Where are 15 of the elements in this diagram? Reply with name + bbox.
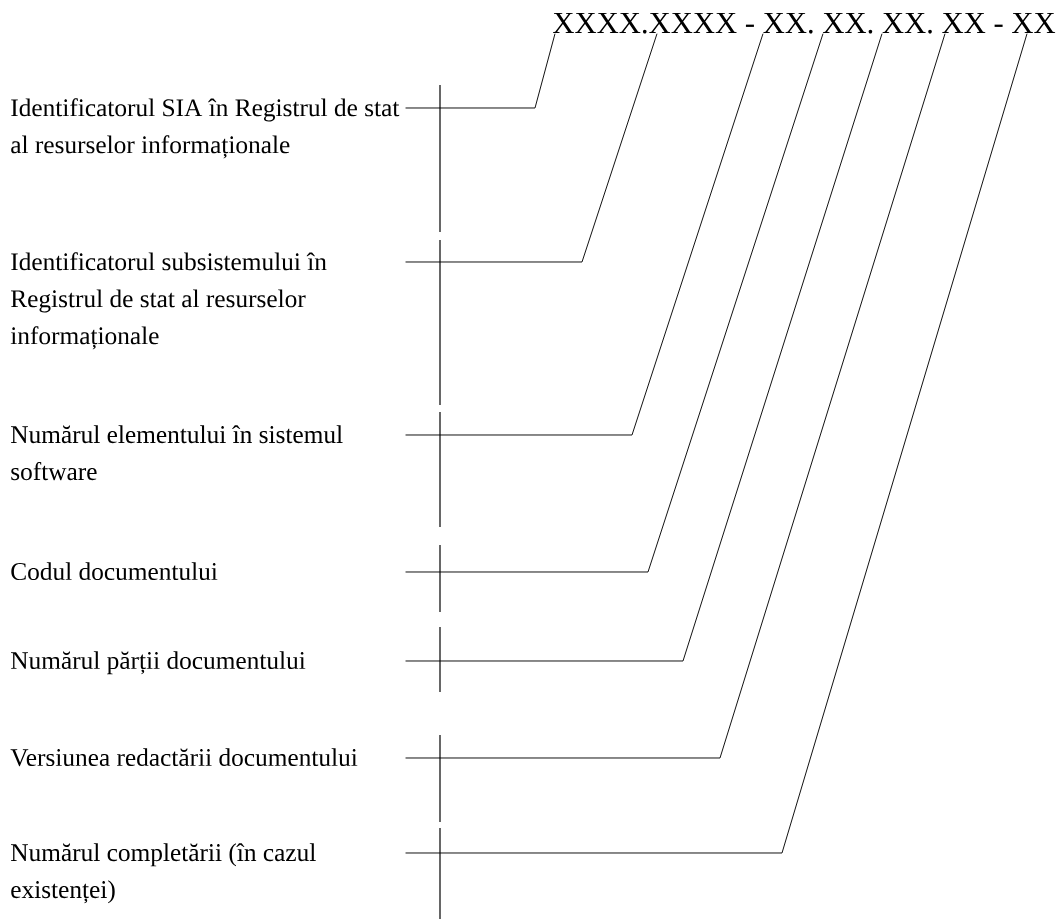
label-text: Versiunea redactării documentului	[10, 748, 358, 767]
code-text: XXXX.XXXX - XX. XX. XX. XX - XX	[553, 12, 1056, 34]
leader-line	[405, 33, 824, 573]
leader-line	[405, 33, 1028, 854]
label-text: Numărul completării (în cazul existenței)	[11, 843, 316, 904]
leader-line	[405, 33, 764, 436]
leader-line	[405, 33, 883, 662]
label-text: Codul documentului	[11, 562, 218, 581]
label-text: Numărul părții documentului	[11, 651, 306, 675]
leader-line	[405, 33, 556, 109]
leader-line	[405, 33, 946, 759]
leader-line	[405, 33, 658, 263]
label-text: Identificatorul SIA în Registrul de stat al resurselor informaționale	[11, 98, 400, 159]
label-text: Numărul elementului în sistemul software	[11, 425, 343, 481]
label-text: Identificatorul subsistemului în Registrul de stat al resurselor informaționale	[10, 252, 327, 350]
